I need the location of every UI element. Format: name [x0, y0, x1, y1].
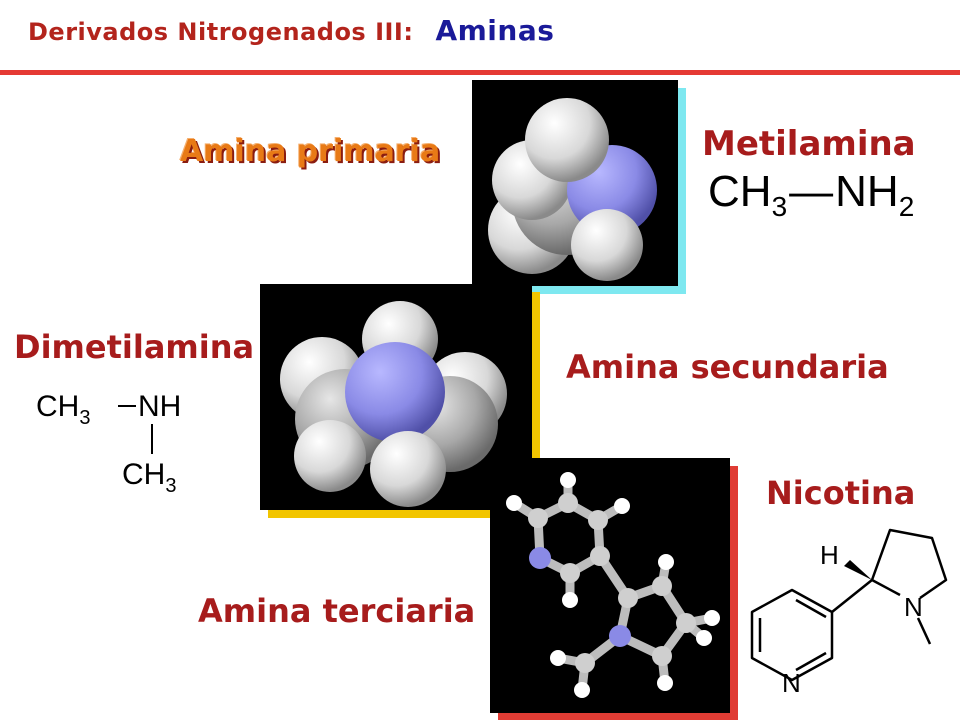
methylamine-name: Metilamina [702, 124, 916, 164]
nicotine-atom-n-pyridine: N [782, 668, 801, 698]
secondary-amine-label: Amina secundaria [566, 348, 889, 386]
primary-amine-label: Amina primaria [180, 134, 441, 169]
formula-ch: CH [708, 167, 772, 216]
formula-nh-secondary: NH [138, 390, 181, 423]
nicotine-ballstick-icon [506, 472, 720, 698]
formula-bond: — [789, 167, 834, 216]
dimethylamine-spacefill-icon [280, 301, 507, 507]
nicotine-structure: H N N [750, 528, 948, 698]
slide-title: Derivados Nitrogenados III: Aminas [28, 14, 554, 47]
svg-text:CH3: CH3 [36, 390, 90, 429]
formula-sub-3: 3 [771, 190, 788, 222]
nicotine-name: Nicotina [766, 474, 916, 512]
formula-ch3-top: CH [36, 390, 79, 423]
formula-sub-3-bottom: 3 [165, 475, 176, 497]
dimethylamine-formula: CH3 NH CH3 [36, 390, 181, 497]
svg-text:CH3: CH3 [122, 458, 176, 497]
dimethylamine-model-panel [260, 284, 532, 510]
formula-ch3-bottom: CH [122, 458, 165, 491]
dimethylamine-name: Dimetilamina [14, 328, 255, 366]
title-rule [0, 70, 960, 75]
methylamine-formula: CH3—NH2 [708, 170, 914, 221]
nicotine-atom-h: H [820, 540, 839, 570]
formula-nh: NH [835, 167, 899, 216]
title-accent: Aminas [435, 14, 555, 47]
methylamine-model-panel [472, 80, 678, 286]
nicotine-atom-n-ring: N [904, 592, 923, 622]
formula-sub-2: 2 [898, 190, 915, 222]
title-text: Derivados Nitrogenados III: [28, 18, 414, 46]
tertiary-amine-label: Amina terciaria [198, 592, 476, 630]
methylamine-spacefill-icon [488, 98, 657, 281]
formula-sub-3-top: 3 [79, 407, 90, 429]
nicotine-model-panel [490, 458, 730, 713]
